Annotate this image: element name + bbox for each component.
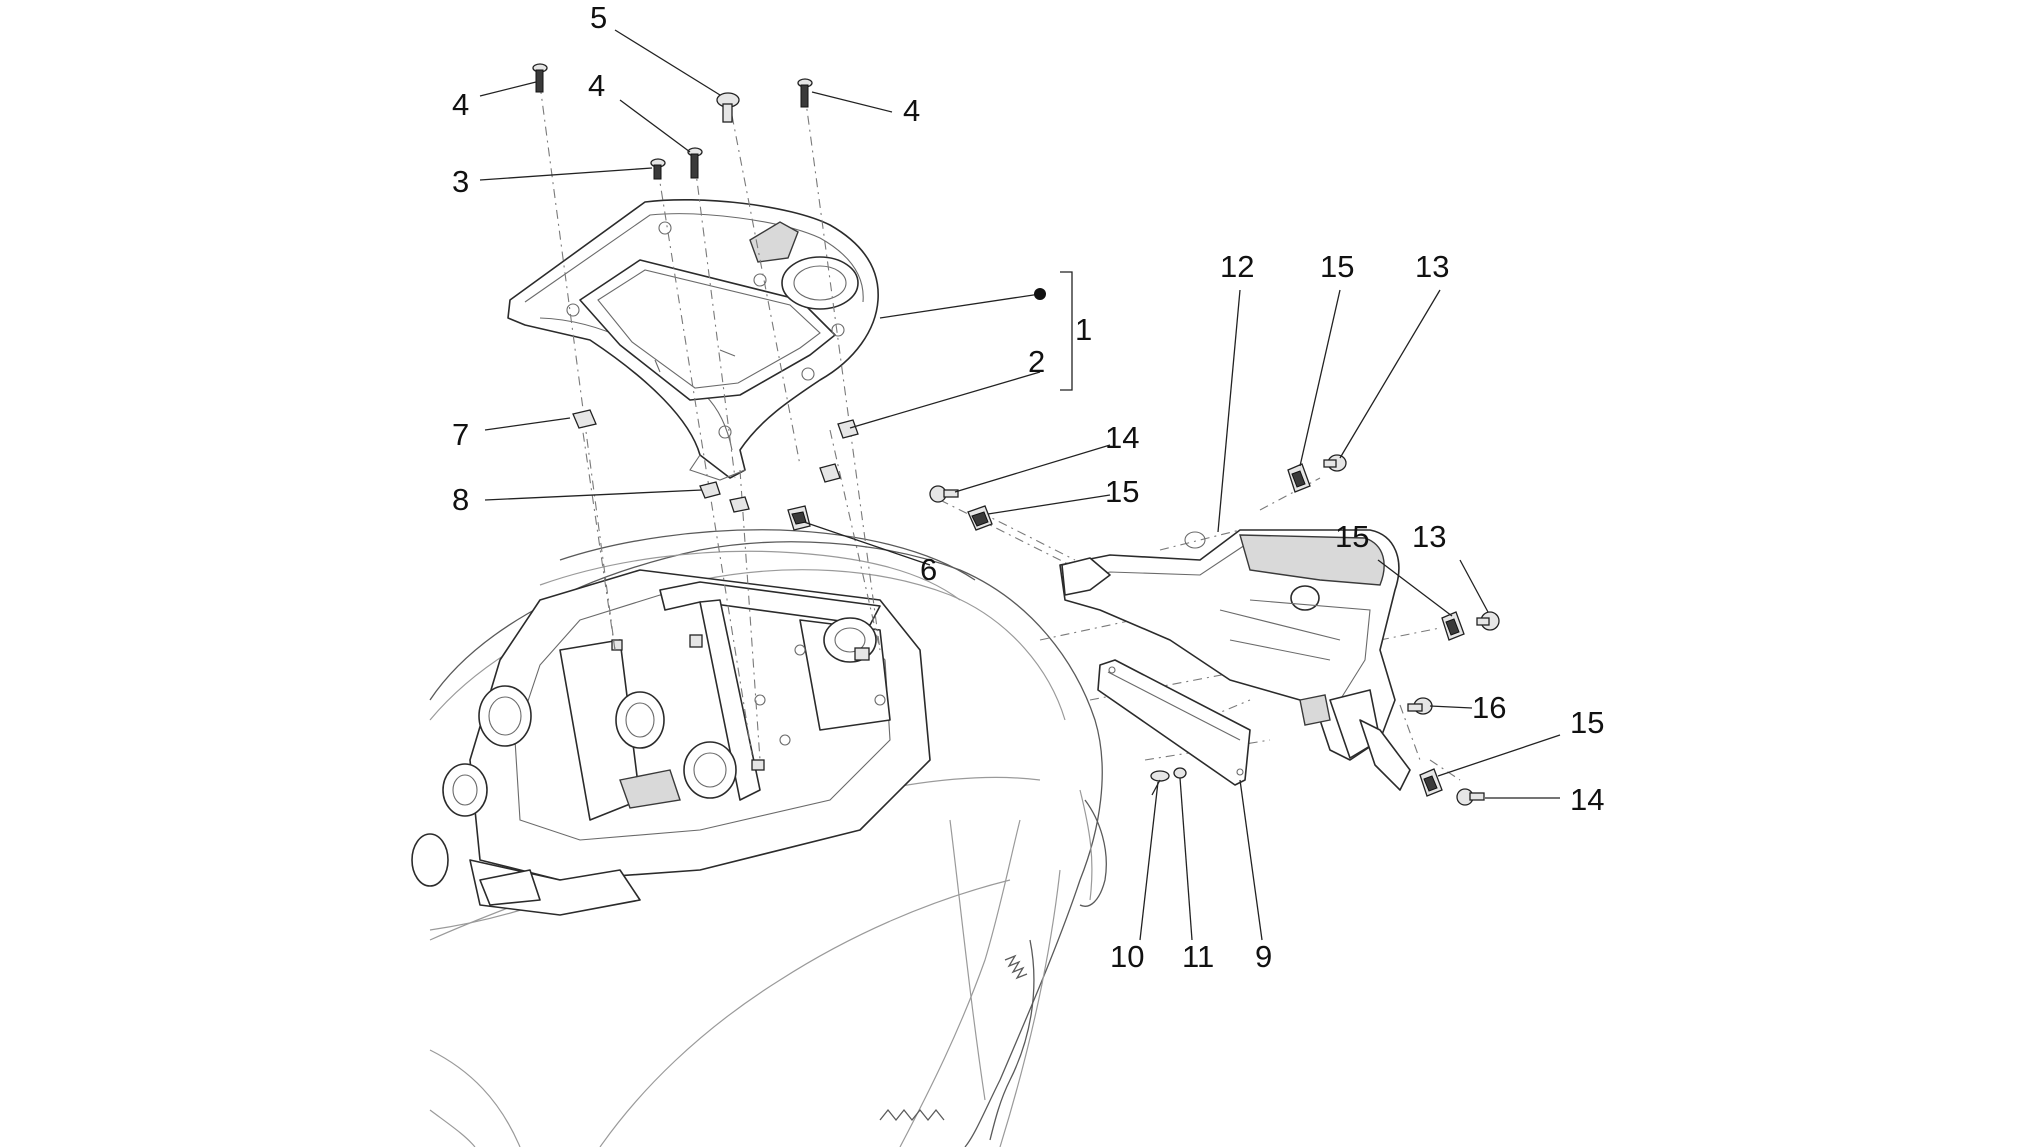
callout-4-right: 4 (903, 93, 920, 128)
callout-13-top: 13 (1415, 249, 1449, 284)
screw-icon (929, 485, 959, 503)
license-plate-holder (1059, 529, 1411, 791)
callout-3: 3 (452, 164, 469, 199)
callout-1: 1 (1075, 312, 1092, 347)
leader-lines (479, 29, 1561, 941)
screw-icon (1323, 454, 1347, 472)
screw-icon (1150, 770, 1170, 796)
callout-11: 11 (1182, 939, 1214, 974)
callout-4-middle: 4 (588, 68, 605, 103)
callout-14-bottom: 14 (1570, 782, 1604, 817)
callout-4-left: 4 (452, 87, 469, 122)
screw-icon (797, 78, 813, 108)
screw-icon (532, 63, 548, 93)
callout-14-top: 14 (1105, 420, 1139, 455)
callout-labels: 5 4 4 4 3 1 2 7 8 6 14 15 12 15 13 15 13… (452, 0, 1604, 974)
callout-6: 6 (920, 552, 937, 587)
callout-15-mid: 15 (1335, 519, 1369, 554)
rear-rack-cover (507, 198, 879, 481)
callout-16: 16 (1472, 690, 1506, 725)
screw-icon (650, 158, 666, 180)
callout-9: 9 (1255, 939, 1272, 974)
callout-13-mid: 13 (1412, 519, 1446, 554)
callout-15-left: 15 (1105, 474, 1139, 509)
screw-icon (1407, 697, 1433, 715)
callout-15-bottom: 15 (1570, 705, 1604, 740)
screw-icon (716, 92, 740, 123)
callout-7: 7 (452, 417, 469, 452)
scooter-rear-body (411, 529, 1107, 1147)
callout-12: 12 (1220, 249, 1254, 284)
clip-nuts (572, 409, 859, 531)
license-plate-bracket (1097, 659, 1251, 786)
screw-icon (1476, 611, 1500, 631)
callout-5: 5 (590, 0, 607, 35)
screw-icon (1456, 788, 1485, 806)
callout-10: 10 (1110, 939, 1144, 974)
assembly-center-lines (539, 84, 1461, 781)
washer-icon (1173, 767, 1187, 779)
callout-15-top: 15 (1320, 249, 1354, 284)
callout-2: 2 (1028, 344, 1045, 379)
screw-icon (687, 147, 703, 179)
callout-8: 8 (452, 482, 469, 517)
small-hardware (929, 454, 1500, 806)
top-screws (532, 63, 813, 180)
